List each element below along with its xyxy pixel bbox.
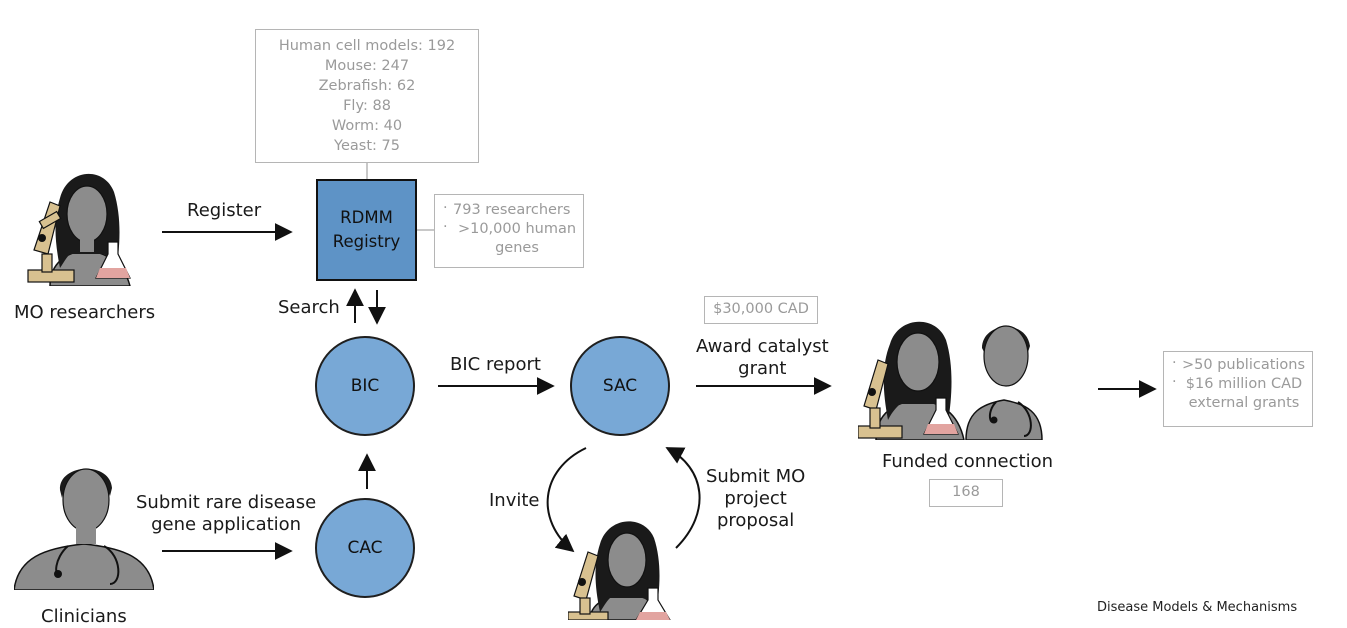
species-line: Yeast: 75 — [334, 138, 400, 154]
sac-label: SAC — [602, 376, 638, 396]
funded-count: 168 — [952, 484, 980, 500]
species-line: Worm: 40 — [331, 118, 403, 134]
mo-researchers-label: MO researchers — [14, 302, 156, 323]
register-label: Register — [187, 200, 262, 221]
registry-title: RDMM — [340, 208, 393, 227]
registry-stats-box: 793 researchers >10,000 human genes — [434, 194, 584, 268]
submit-rare-label: Submit rare disease gene application — [136, 492, 316, 536]
award-line2: grant — [738, 358, 787, 379]
cac-label: CAC — [347, 538, 383, 558]
submit-rare-line2: gene application — [151, 514, 302, 535]
funded-connection-label: Funded connection — [882, 451, 1054, 472]
bic-node: BIC — [315, 336, 415, 436]
rdmm-registry-node: RDMM Registry — [316, 179, 417, 281]
invited-researcher-icon — [568, 521, 671, 620]
clinician-icon — [14, 468, 154, 590]
registry-subtitle: Registry — [332, 232, 401, 251]
cac-node: CAC — [315, 498, 415, 598]
grant-amount: $30,000 CAD — [713, 301, 809, 317]
bic-label: BIC — [350, 376, 380, 396]
species-line: Mouse: 247 — [324, 58, 410, 74]
journal-credit: Disease Models & Mechanisms — [1097, 600, 1298, 615]
stat-researchers: 793 researchers — [443, 199, 577, 220]
search-label: Search — [278, 297, 340, 318]
species-line: Zebrafish: 62 — [318, 78, 416, 94]
submit-proposal-arrow — [665, 447, 701, 549]
submit-mo-line1: Submit MO — [706, 466, 806, 487]
submit-mo-line2: project — [724, 488, 787, 509]
bic-report-label: BIC report — [450, 354, 541, 375]
grant-amount-box: $30,000 CAD — [704, 296, 818, 324]
award-label: Award catalyst grant — [696, 336, 829, 380]
funded-connection-icon — [858, 321, 1043, 440]
invite-label: Invite — [489, 490, 540, 511]
submit-rare-line1: Submit rare disease — [136, 492, 317, 513]
submit-proposal-label: Submit MO project proposal — [706, 466, 805, 532]
outcome-publications: >50 publications — [1172, 354, 1306, 375]
species-line: Fly: 88 — [343, 98, 391, 114]
sac-node: SAC — [570, 336, 670, 436]
invite-arrow — [546, 447, 587, 553]
outcomes-box: >50 publications $16 million CAD externa… — [1163, 351, 1313, 427]
funded-count-box: 168 — [929, 479, 1003, 507]
species-line: Human cell models: 192 — [278, 38, 456, 54]
award-line1: Award catalyst — [696, 336, 829, 357]
outcome-grants: $16 million CAD external grants — [1172, 373, 1306, 413]
model-organism-counts-box: Human cell models: 192 Mouse: 247 Zebraf… — [255, 29, 479, 163]
submit-mo-line3: proposal — [716, 510, 795, 531]
stat-genes: >10,000 human genes — [443, 218, 577, 258]
mo-researcher-icon — [27, 173, 131, 286]
clinicians-label: Clinicians — [41, 606, 127, 627]
